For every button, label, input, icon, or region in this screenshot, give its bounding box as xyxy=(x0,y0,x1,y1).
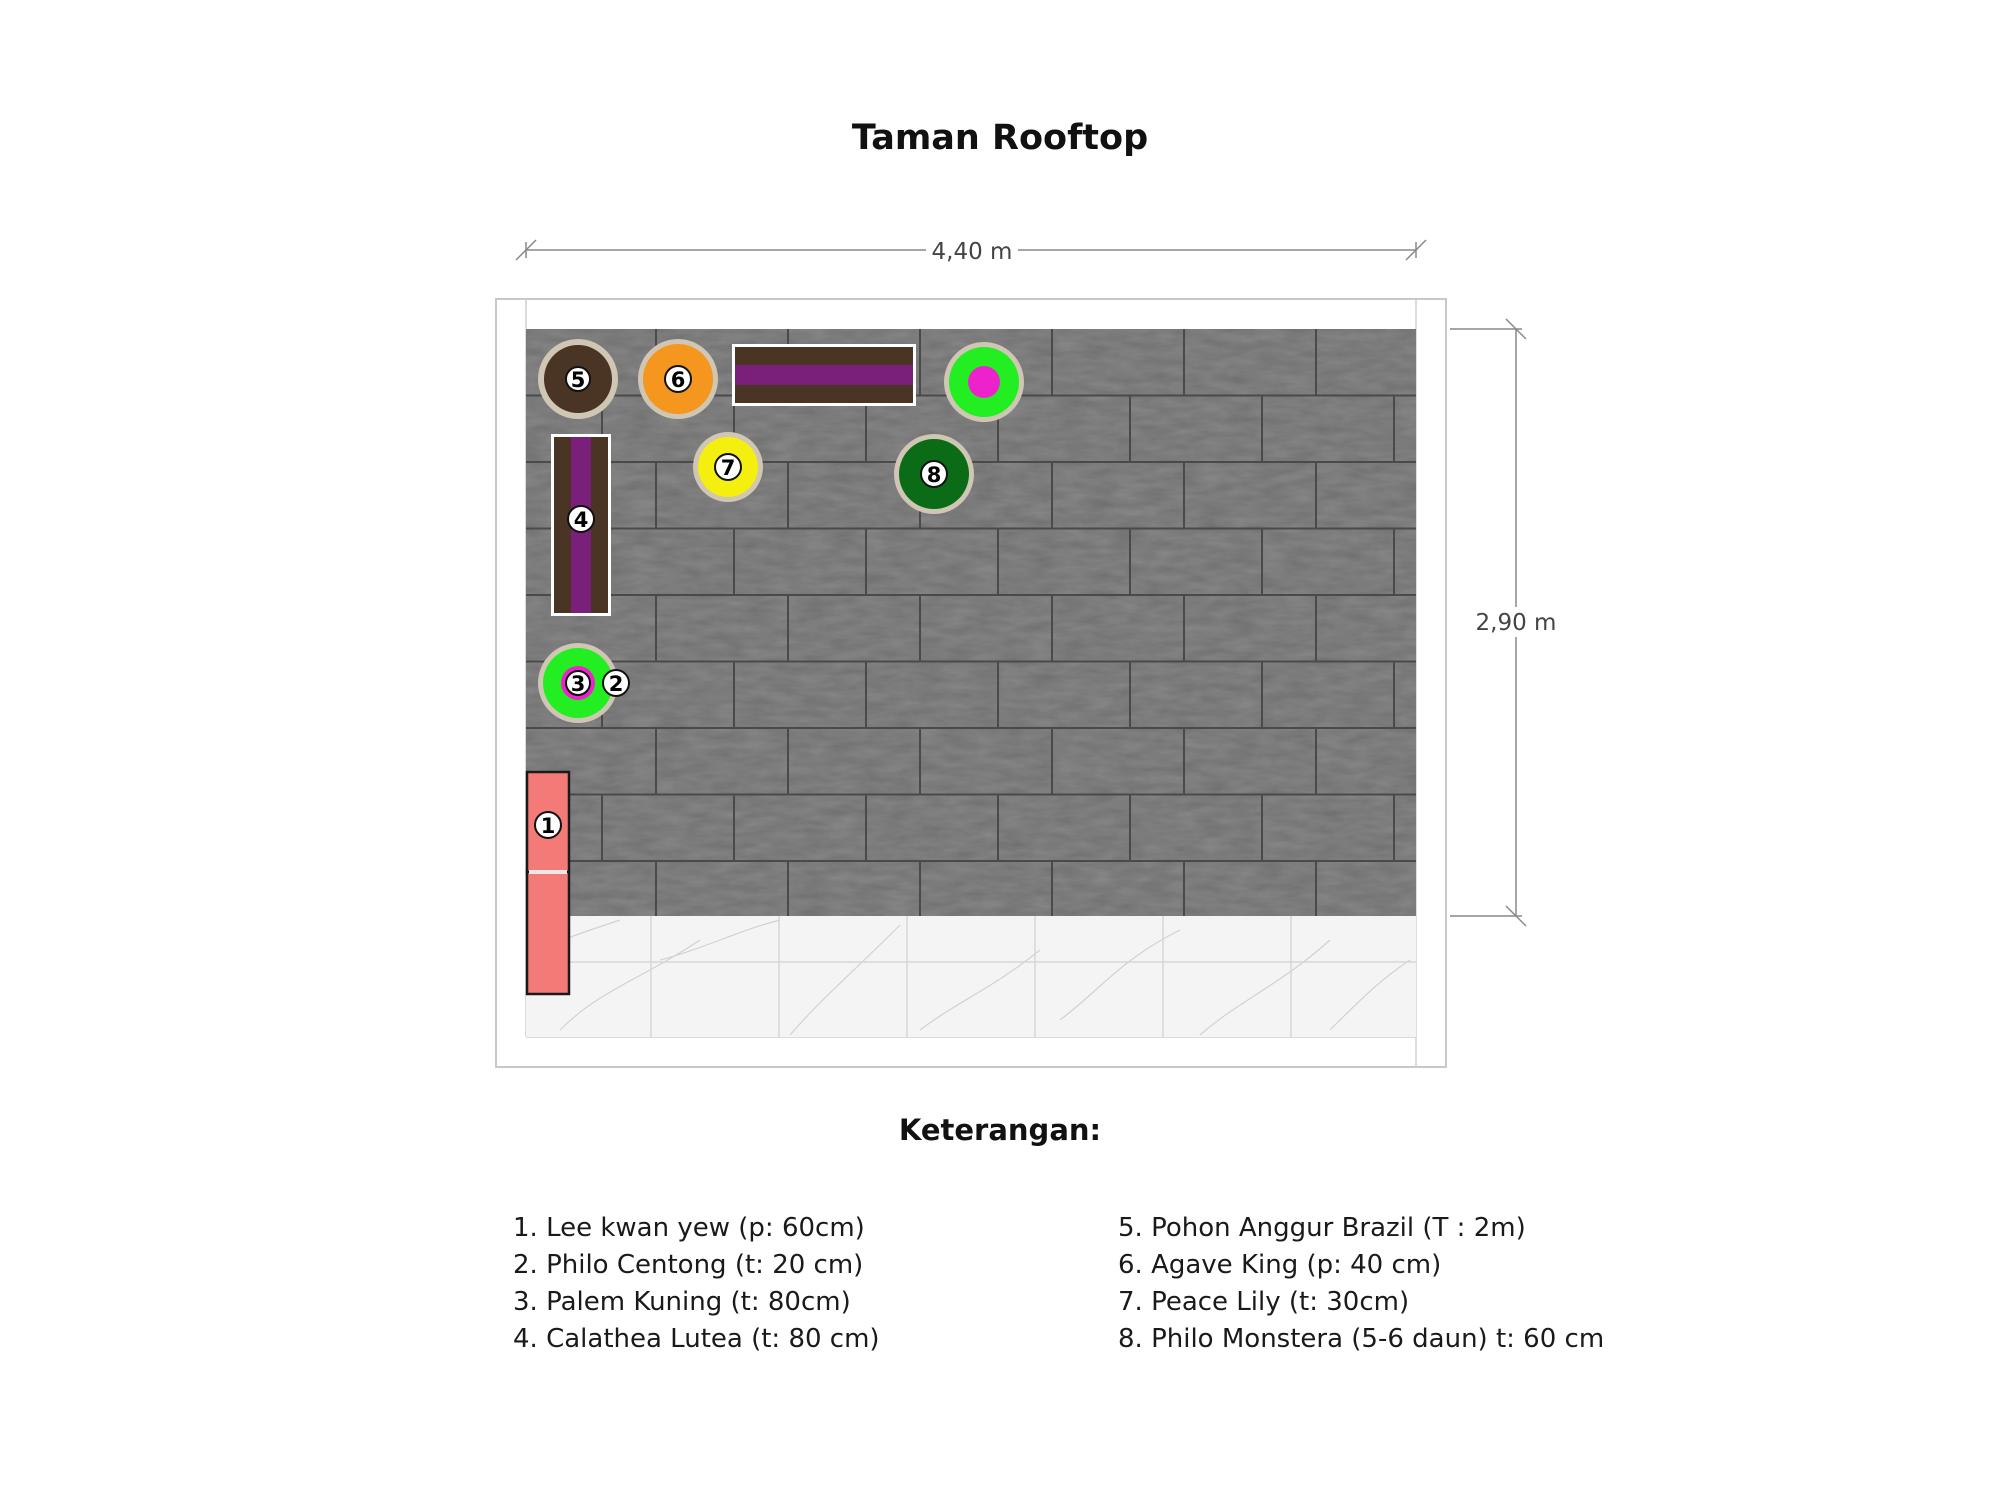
badge-4: 4 xyxy=(567,505,595,533)
width-label-bg xyxy=(926,236,1018,264)
badge-7: 7 xyxy=(714,453,742,481)
svg-text:4: 4 xyxy=(574,508,589,532)
planter-horizontal-top xyxy=(732,344,916,406)
svg-text:1: 1 xyxy=(541,814,556,838)
badge-6: 6 xyxy=(664,365,692,393)
badge-8: 8 xyxy=(920,460,948,488)
svg-text:2: 2 xyxy=(609,672,624,696)
height-label: 2,90 m xyxy=(1476,610,1557,636)
legend-item-1: 1. Lee kwan yew (p: 60cm) xyxy=(513,1213,865,1243)
legend-list-left: 1. Lee kwan yew (p: 60cm) 2. Philo Cento… xyxy=(513,1210,880,1358)
legend-item-3: 3. Palem Kuning (t: 80cm) xyxy=(513,1287,851,1317)
width-label: 4,40 m xyxy=(932,239,1013,265)
legend-list-right: 5. Pohon Anggur Brazil (T : 2m) 6. Agave… xyxy=(1118,1210,1604,1358)
pot-philo-palem-top xyxy=(944,342,1024,422)
legend-item-5: 5. Pohon Anggur Brazil (T : 2m) xyxy=(1118,1213,1526,1243)
legend-item-6: 6. Agave King (p: 40 cm) xyxy=(1118,1250,1442,1280)
marble-tile-grid xyxy=(526,916,1416,1037)
svg-text:6: 6 xyxy=(671,368,686,392)
badge-3: 3 xyxy=(565,670,591,696)
page-title: Taman Rooftop xyxy=(851,118,1149,158)
svg-text:5: 5 xyxy=(571,368,586,392)
legend-item-7: 7. Peace Lily (t: 30cm) xyxy=(1118,1287,1410,1317)
svg-text:7: 7 xyxy=(721,456,736,480)
legend-item-4: 4. Calathea Lutea (t: 80 cm) xyxy=(513,1324,880,1354)
height-label-bg xyxy=(1474,607,1558,637)
legend-item-8: 8. Philo Monstera (5-6 daun) t: 60 cm xyxy=(1118,1324,1605,1354)
legend-item-2: 2. Philo Centong (t: 20 cm) xyxy=(513,1250,864,1280)
badge-5: 5 xyxy=(565,366,591,392)
badge-2: 2 xyxy=(602,669,630,697)
planter-lee-kwan-yew xyxy=(525,770,571,996)
stone-texture xyxy=(526,329,1416,916)
badge-1: 1 xyxy=(534,811,562,839)
svg-text:8: 8 xyxy=(927,463,942,487)
legend-heading: Keterangan: xyxy=(898,1113,1102,1147)
marble-floor xyxy=(526,916,1416,1037)
svg-text:3: 3 xyxy=(571,672,586,696)
plant-number-badges: 1 2 3 4 5 6 7 8 xyxy=(534,365,948,839)
